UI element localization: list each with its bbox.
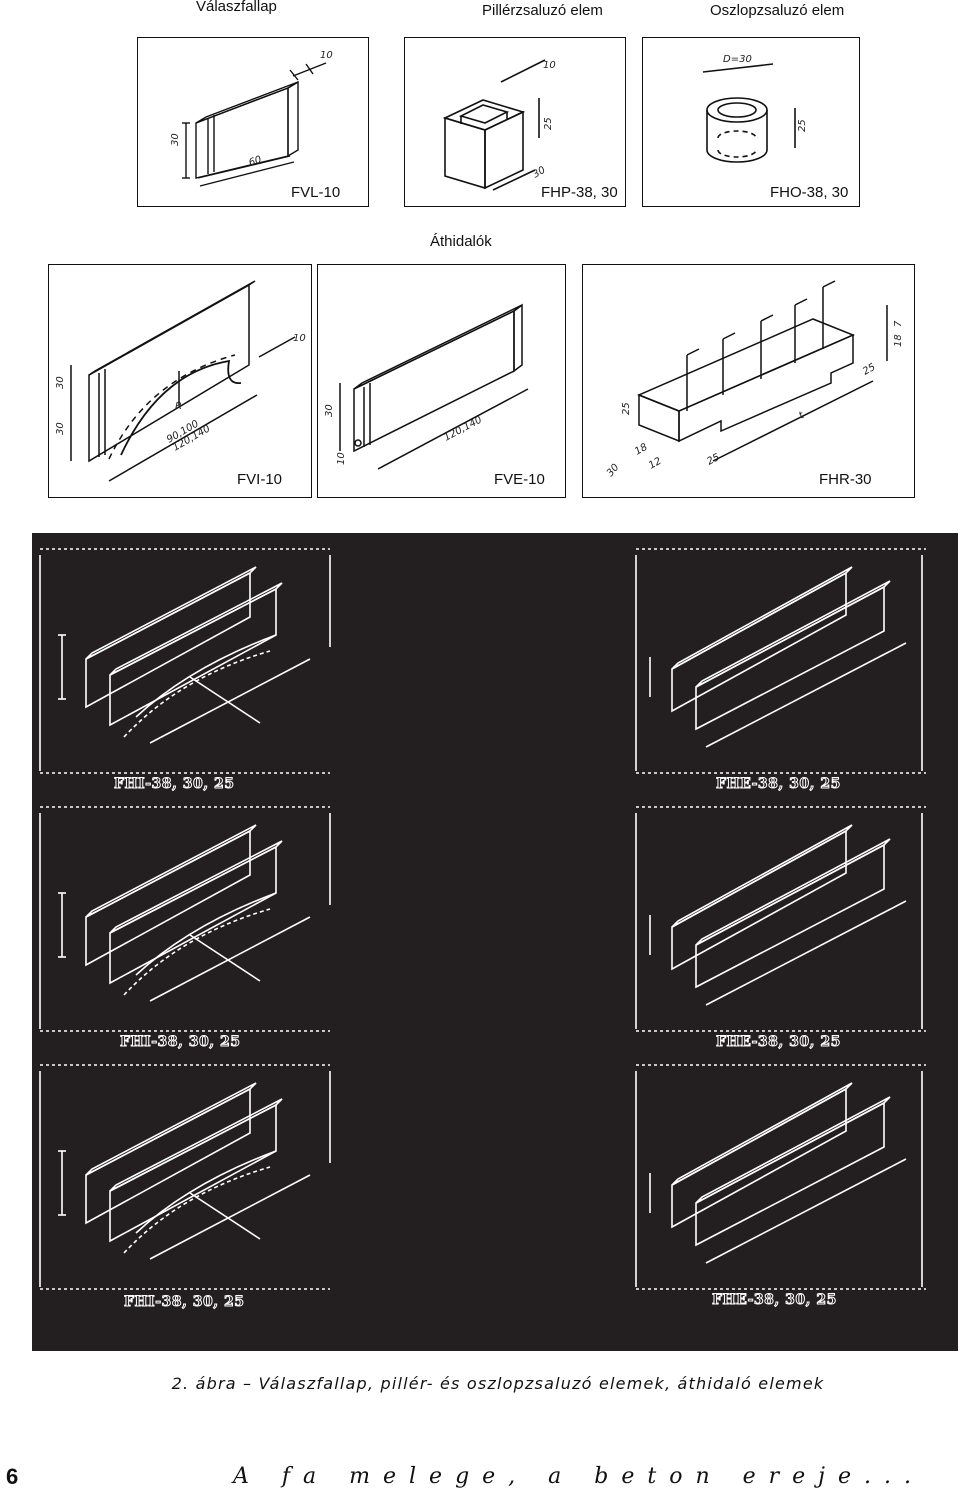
fvi-dim-10: 10 xyxy=(293,333,306,344)
panel-fhr: 7 18 25 25 t 25 18 12 30 xyxy=(582,264,915,498)
panel-fvl: 10 30 60 xyxy=(137,37,369,207)
fhr-dim-12: 12 xyxy=(647,456,664,472)
fvl-drawing: 10 30 60 xyxy=(170,50,333,187)
dark-photo-block: FHI-38, 30, 25 FHE-38, 30, 25 FHI-38, 30… xyxy=(32,533,958,1351)
figure-caption: 2. ábra – Válaszfallap, pillér- és oszlo… xyxy=(171,1374,825,1393)
fve-dim-120140: 120,140 xyxy=(442,415,484,444)
fhe-drawing-2 xyxy=(635,806,927,1032)
fhr-dim-30: 30 xyxy=(605,462,622,479)
fhr-dim-7: 7 xyxy=(893,320,904,327)
fhr-drawing: 7 18 25 25 t 25 18 12 30 xyxy=(605,280,904,479)
fvl-dim-30: 30 xyxy=(170,133,181,146)
panel-fhp: 10 25 30 xyxy=(404,37,626,207)
fvl-dim-60: 60 xyxy=(248,154,264,168)
fve-dim-30: 30 xyxy=(324,404,335,417)
fhr-dim-18b: 18 xyxy=(633,442,650,458)
panel-fho: D=30 25 xyxy=(642,37,860,207)
fhr-dim-25a: 25 xyxy=(861,362,878,378)
fve-drawing: 30 10 120,140 xyxy=(324,303,529,470)
dark-label-fhi-1: FHI-38, 30, 25 xyxy=(113,776,235,793)
fvi-label: FVI-10 xyxy=(237,471,283,488)
fho-label: FHO-38, 30 xyxy=(770,184,849,201)
fho-dim-25: 25 xyxy=(797,119,808,132)
fhp-dim-30: 30 xyxy=(531,165,548,181)
fhr-dim-t: t xyxy=(797,410,807,422)
fhp-label: FHP-38, 30 xyxy=(541,184,618,201)
fvi-drawing: 30 30 10 R 90,100 120,140 xyxy=(55,280,306,482)
page-number: 6 xyxy=(6,1464,19,1489)
fhe-drawing-3 xyxy=(635,1064,927,1290)
panel-fve: 30 10 120,140 xyxy=(317,264,566,498)
dark-label-fhi-3: FHI-38, 30, 25 xyxy=(123,1294,245,1311)
panel-fvi: 30 30 10 R 90,100 120,140 xyxy=(48,264,312,498)
fhr-label: FHR-30 xyxy=(819,471,872,488)
fvl-label: FVL-10 xyxy=(291,184,341,201)
footer-slogan: A fa melege, a beton ereje... xyxy=(233,1464,924,1489)
fhr-dim-18: 18 xyxy=(893,334,904,347)
fve-label: FVE-10 xyxy=(494,471,545,488)
header-oszlopzsaluzo: Oszlopzsaluzó elem xyxy=(710,2,845,19)
dark-label-fhe-3: FHE-38, 30, 25 xyxy=(712,1292,837,1309)
athidalok-title: Áthidalók xyxy=(430,233,492,250)
fvi-dim-30b: 30 xyxy=(55,422,66,435)
header-valaszfallap: Válaszfallap xyxy=(196,0,277,15)
fhr-dim-25b: 25 xyxy=(621,402,632,415)
dark-label-fhi-2: FHI-38, 30, 25 xyxy=(119,1034,241,1051)
header-pillerzsaluzo: Pillérzsaluzó elem xyxy=(482,2,603,19)
fvi-dim-30a: 30 xyxy=(55,376,66,389)
fvi-dim-r: R xyxy=(175,401,182,412)
fhe-drawing-1 xyxy=(635,548,927,774)
fve-dim-10: 10 xyxy=(336,452,347,465)
fhr-dim-25c: 25 xyxy=(705,452,721,468)
fvl-dim-10: 10 xyxy=(320,50,333,61)
dark-drawings xyxy=(39,548,927,1290)
fhi-drawing-3 xyxy=(39,1064,331,1290)
fhp-dim-10: 10 xyxy=(543,60,556,71)
dark-label-fhe-2: FHE-38, 30, 25 xyxy=(716,1034,841,1051)
fhi-drawing-1 xyxy=(39,548,331,774)
fhp-dim-25: 25 xyxy=(543,117,554,130)
fhi-drawing-2 xyxy=(39,806,331,1032)
fhp-drawing: 10 25 30 xyxy=(442,59,556,191)
fho-dim-d30: D=30 xyxy=(723,54,752,65)
dark-label-fhe-1: FHE-38, 30, 25 xyxy=(716,776,841,793)
fho-drawing: D=30 25 xyxy=(702,54,808,163)
